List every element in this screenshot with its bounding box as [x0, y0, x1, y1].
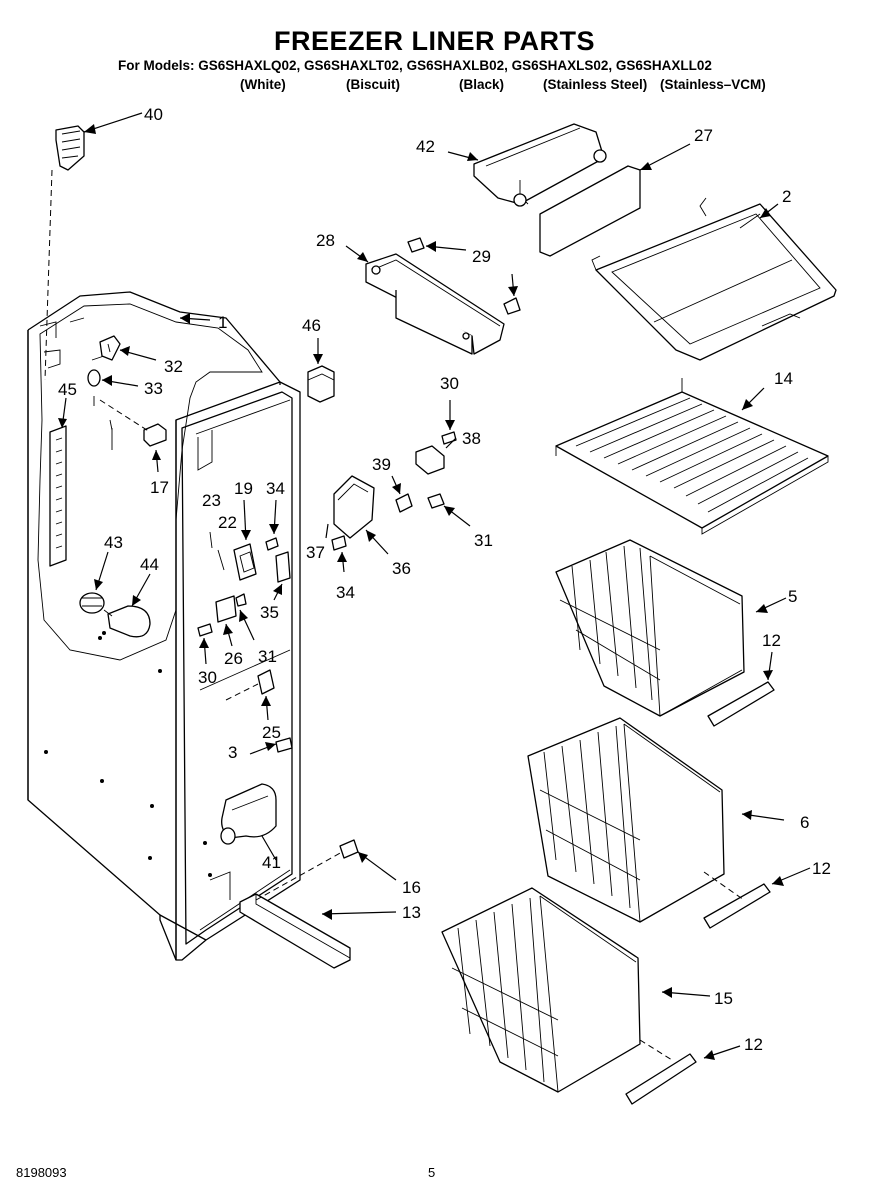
callout-3: 3	[228, 743, 237, 762]
finish-white: (White)	[240, 77, 286, 92]
part-45-vertical-strip	[49, 425, 67, 567]
callout-12a: 12	[762, 631, 781, 650]
callout-22: 22	[218, 513, 237, 532]
callout-2: 2	[782, 187, 791, 206]
callout-42: 42	[416, 137, 435, 156]
part-42-hinge-27-cover	[473, 123, 641, 257]
part-12-trims	[625, 681, 775, 1105]
part-2-tray	[591, 197, 837, 361]
callout-44: 44	[140, 555, 159, 574]
callout-17: 17	[150, 478, 169, 497]
callout-31b: 31	[474, 531, 493, 550]
callout-31a: 31	[258, 647, 277, 666]
callout-37: 37	[306, 543, 325, 562]
callout-1: 1	[218, 313, 227, 332]
callout-28: 28	[316, 231, 335, 250]
part-46-bracket	[307, 365, 335, 403]
control-housing-parts	[197, 531, 291, 701]
page-number: 5	[428, 1165, 436, 1180]
part-17-clip	[93, 396, 167, 450]
part-32-33-lamp	[87, 335, 121, 387]
part-13-track-16-screw	[239, 839, 359, 969]
callout-5: 5	[788, 587, 797, 606]
callout-14: 14	[774, 369, 793, 388]
callout-32: 32	[164, 357, 183, 376]
callout-45: 45	[58, 380, 77, 399]
finish-stainless-steel: (Stainless Steel)	[543, 77, 648, 92]
callout-26: 26	[224, 649, 243, 668]
callout-36: 36	[392, 559, 411, 578]
callout-30a: 30	[198, 668, 217, 687]
part-5-basket	[555, 539, 745, 717]
callout-12c: 12	[744, 1035, 763, 1054]
callout-19: 19	[234, 479, 253, 498]
callout-15: 15	[714, 989, 733, 1008]
callout-33: 33	[144, 379, 163, 398]
finish-biscuit: (Biscuit)	[346, 77, 400, 92]
callout-16: 16	[402, 878, 421, 897]
callout-23: 23	[202, 491, 221, 510]
callout-39: 39	[372, 455, 391, 474]
finish-black: (Black)	[459, 77, 505, 92]
callout-30b: 30	[440, 374, 459, 393]
callout-35: 35	[260, 603, 279, 622]
callout-40: 40	[144, 105, 163, 124]
callout-41: 41	[262, 853, 281, 872]
part-43-44-socket-bulb	[79, 592, 151, 638]
callout-34b: 34	[336, 583, 355, 602]
damper-parts	[331, 431, 457, 551]
callout-12b: 12	[812, 859, 831, 878]
callout-46: 46	[302, 316, 321, 335]
part-3-screw-41-duct	[220, 737, 293, 845]
callout-27: 27	[694, 126, 713, 145]
models-line: For Models: GS6SHAXLQ02, GS6SHAXLT02, GS…	[118, 58, 712, 73]
part-14-wire-shelf	[555, 378, 829, 535]
part-15-basket	[441, 887, 641, 1093]
part-40-corner-bracket	[44, 125, 85, 381]
callout-numbers: 40 1 32 33 45 17 43 44 46 23 19 34 22 35…	[58, 105, 831, 1054]
part-28-bracket-29-screws	[365, 237, 521, 355]
callout-43: 43	[104, 533, 123, 552]
callout-29: 29	[472, 247, 491, 266]
callout-13: 13	[402, 903, 421, 922]
callout-38: 38	[462, 429, 481, 448]
part-6-basket	[527, 717, 725, 923]
callout-25: 25	[262, 723, 281, 742]
finish-stainless-vcm: (Stainless–VCM)	[660, 77, 766, 92]
callout-6: 6	[800, 813, 809, 832]
document-number: 8198093	[16, 1165, 67, 1180]
leader-lines	[58, 112, 811, 1060]
page-title: FREEZER LINER PARTS	[273, 26, 595, 56]
callout-34a: 34	[266, 479, 285, 498]
